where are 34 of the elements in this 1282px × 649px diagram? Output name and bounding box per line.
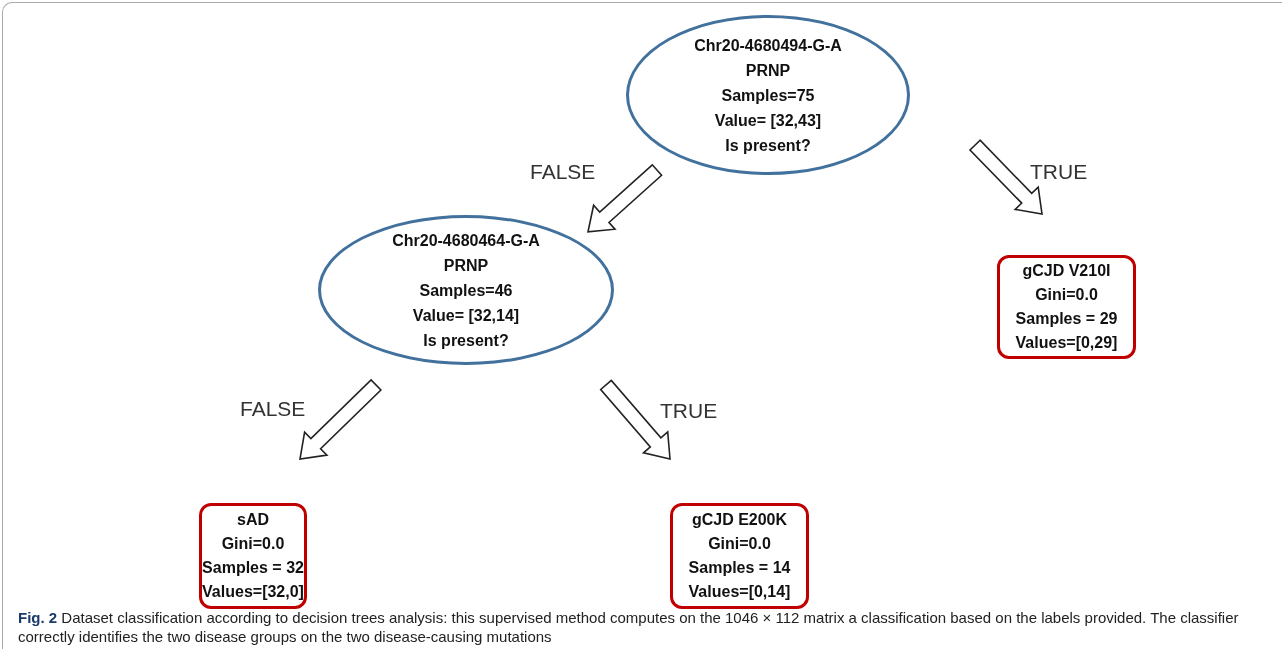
figure-caption: Fig. 2 Dataset classification according to decision trees analysis: this supervised method computes on the 1046 × 112 matrix a classification based on the labels provided. The classifier correctly identifies the two disease groups on the two disease-causing mutations [18, 608, 1240, 646]
edge-label: FALSE [240, 397, 306, 421]
node-text: PRNP [745, 60, 791, 81]
node-text: Values=[32,0] [202, 582, 304, 602]
edge-label: FALSE [530, 160, 596, 184]
node-text: Samples = 14 [688, 558, 791, 578]
leaf-box [670, 503, 809, 609]
node-text: Chr20-4680494-G-A [694, 35, 842, 56]
node-text: PRNP [443, 255, 489, 276]
node-text: Is present? [725, 135, 811, 156]
node-text: gCJD E200K [691, 510, 788, 530]
node-text: Samples=46 [419, 280, 513, 301]
block-arrow [587, 163, 663, 233]
block-arrow [599, 379, 671, 461]
leaf-box [199, 503, 307, 609]
node-text: sAD [237, 510, 269, 530]
node-text: Samples = 29 [1015, 309, 1118, 329]
block-arrow [299, 378, 383, 460]
edge-label: TRUE [660, 399, 718, 423]
node-text: Values=[0,29] [1015, 333, 1118, 353]
node-text: Value= [32,43] [714, 110, 822, 131]
edge-label: TRUE [1030, 160, 1088, 184]
node-text: Is present? [423, 330, 509, 351]
node-text: gCJD V210I [1022, 261, 1111, 281]
node-text: Gini=0.0 [708, 534, 771, 554]
node-text: Samples=75 [721, 85, 815, 106]
node-text: Gini=0.0 [1035, 285, 1098, 305]
node-text: Samples = 32 [202, 558, 304, 578]
block-arrow [968, 139, 1043, 215]
node-text: Gini=0.0 [221, 534, 285, 554]
node-text: Value= [32,14] [412, 305, 520, 326]
node-text: Values=[0,14] [688, 582, 791, 602]
leaf-box [997, 255, 1136, 359]
node-text: Chr20-4680464-G-A [392, 230, 540, 251]
